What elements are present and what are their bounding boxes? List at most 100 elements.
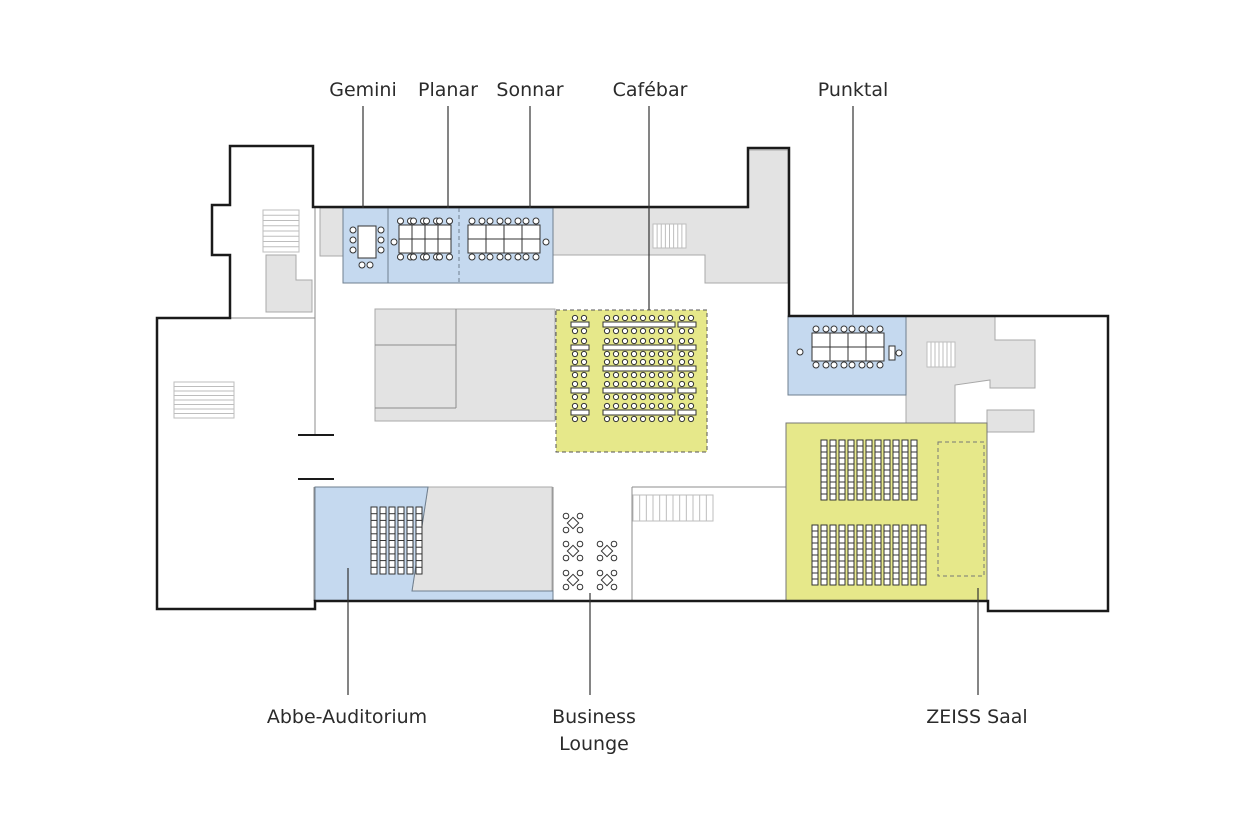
chair (397, 253, 404, 261)
chair (840, 325, 848, 333)
hall-seat-row (838, 524, 846, 586)
lounge-chair (562, 540, 570, 548)
lounge-table (600, 544, 614, 558)
lounge-table (566, 544, 580, 558)
lounge-chair (562, 512, 570, 520)
hall-seat-row (865, 524, 873, 586)
chair (468, 253, 476, 261)
table-segment (411, 238, 426, 254)
staircase (262, 209, 300, 253)
chair (666, 314, 674, 322)
chair (666, 327, 674, 335)
hall-seat-row (820, 524, 828, 586)
cafe-table (677, 321, 697, 328)
hall-seat-row (901, 439, 909, 501)
lounge-seating (562, 569, 584, 591)
table-segment (811, 332, 831, 348)
cafe-table (602, 387, 676, 394)
cafe-table-row (677, 337, 697, 358)
chair (571, 358, 579, 366)
table-segment (424, 224, 439, 240)
hall-seat-row (919, 524, 927, 586)
chair (648, 371, 656, 379)
lounge-seating (596, 569, 618, 591)
chair (436, 217, 443, 225)
chair (603, 314, 611, 322)
leader-lines (347, 106, 979, 695)
cafe-table-row (602, 314, 676, 335)
chair (630, 393, 638, 401)
chair (648, 314, 656, 322)
chair (410, 253, 417, 261)
chair (621, 337, 629, 345)
chair (830, 325, 838, 333)
chair (580, 402, 588, 410)
chair (603, 337, 611, 345)
table-segment (521, 238, 541, 254)
hall-seat-row (865, 439, 873, 501)
chair (468, 217, 476, 225)
label-business-line2: Lounge (559, 733, 629, 755)
lounge-seating (596, 540, 618, 562)
lounge-chair (562, 554, 570, 562)
table-segment (485, 224, 505, 240)
label-punktal: Punktal (817, 79, 889, 101)
lounge-chair (576, 569, 584, 577)
hall-seat-row (874, 439, 882, 501)
chair (580, 380, 588, 388)
cafe-table-row (677, 358, 697, 379)
chair (812, 361, 820, 369)
chair (580, 327, 588, 335)
chair (580, 337, 588, 345)
hall-seat-row (847, 524, 855, 586)
chair (390, 238, 398, 246)
chair (657, 380, 665, 388)
service-core-left (265, 254, 313, 313)
cafe-table-row (570, 380, 590, 401)
chair (410, 217, 417, 225)
chair (571, 350, 579, 358)
chair (630, 402, 638, 410)
chair (666, 393, 674, 401)
chair (657, 337, 665, 345)
chair (639, 314, 647, 322)
label-business-lounge: Business Lounge (552, 704, 636, 758)
chair (612, 350, 620, 358)
chair (377, 226, 385, 234)
chair (377, 246, 385, 254)
lounge-table (600, 573, 614, 587)
label-zeiss-saal: ZEISS Saal (926, 706, 1028, 728)
chair (514, 217, 522, 225)
lounge-chair (562, 569, 570, 577)
chair (666, 350, 674, 358)
chair (571, 393, 579, 401)
chair (858, 325, 866, 333)
lounge-seating (562, 512, 584, 534)
chair (876, 361, 884, 369)
chair (678, 350, 686, 358)
label-cafebar: Cafébar (612, 79, 688, 101)
hall-seat-row (910, 439, 918, 501)
service-corridor-top (319, 207, 344, 257)
chair (648, 337, 656, 345)
table-segment (847, 332, 867, 348)
hall-seat-row (838, 439, 846, 501)
chair (436, 253, 443, 261)
chair (639, 350, 647, 358)
chair (687, 337, 695, 345)
chair (830, 361, 838, 369)
cafe-table (570, 344, 590, 351)
hall-seat-row (829, 524, 837, 586)
chair (621, 350, 629, 358)
chair (687, 314, 695, 322)
chair (648, 358, 656, 366)
chair (678, 358, 686, 366)
chair (478, 253, 486, 261)
chair (621, 402, 629, 410)
staircases (173, 209, 956, 522)
hall-seat-row (874, 524, 882, 586)
lounge-chair (576, 554, 584, 562)
chair (504, 217, 512, 225)
table-segment (411, 224, 426, 240)
